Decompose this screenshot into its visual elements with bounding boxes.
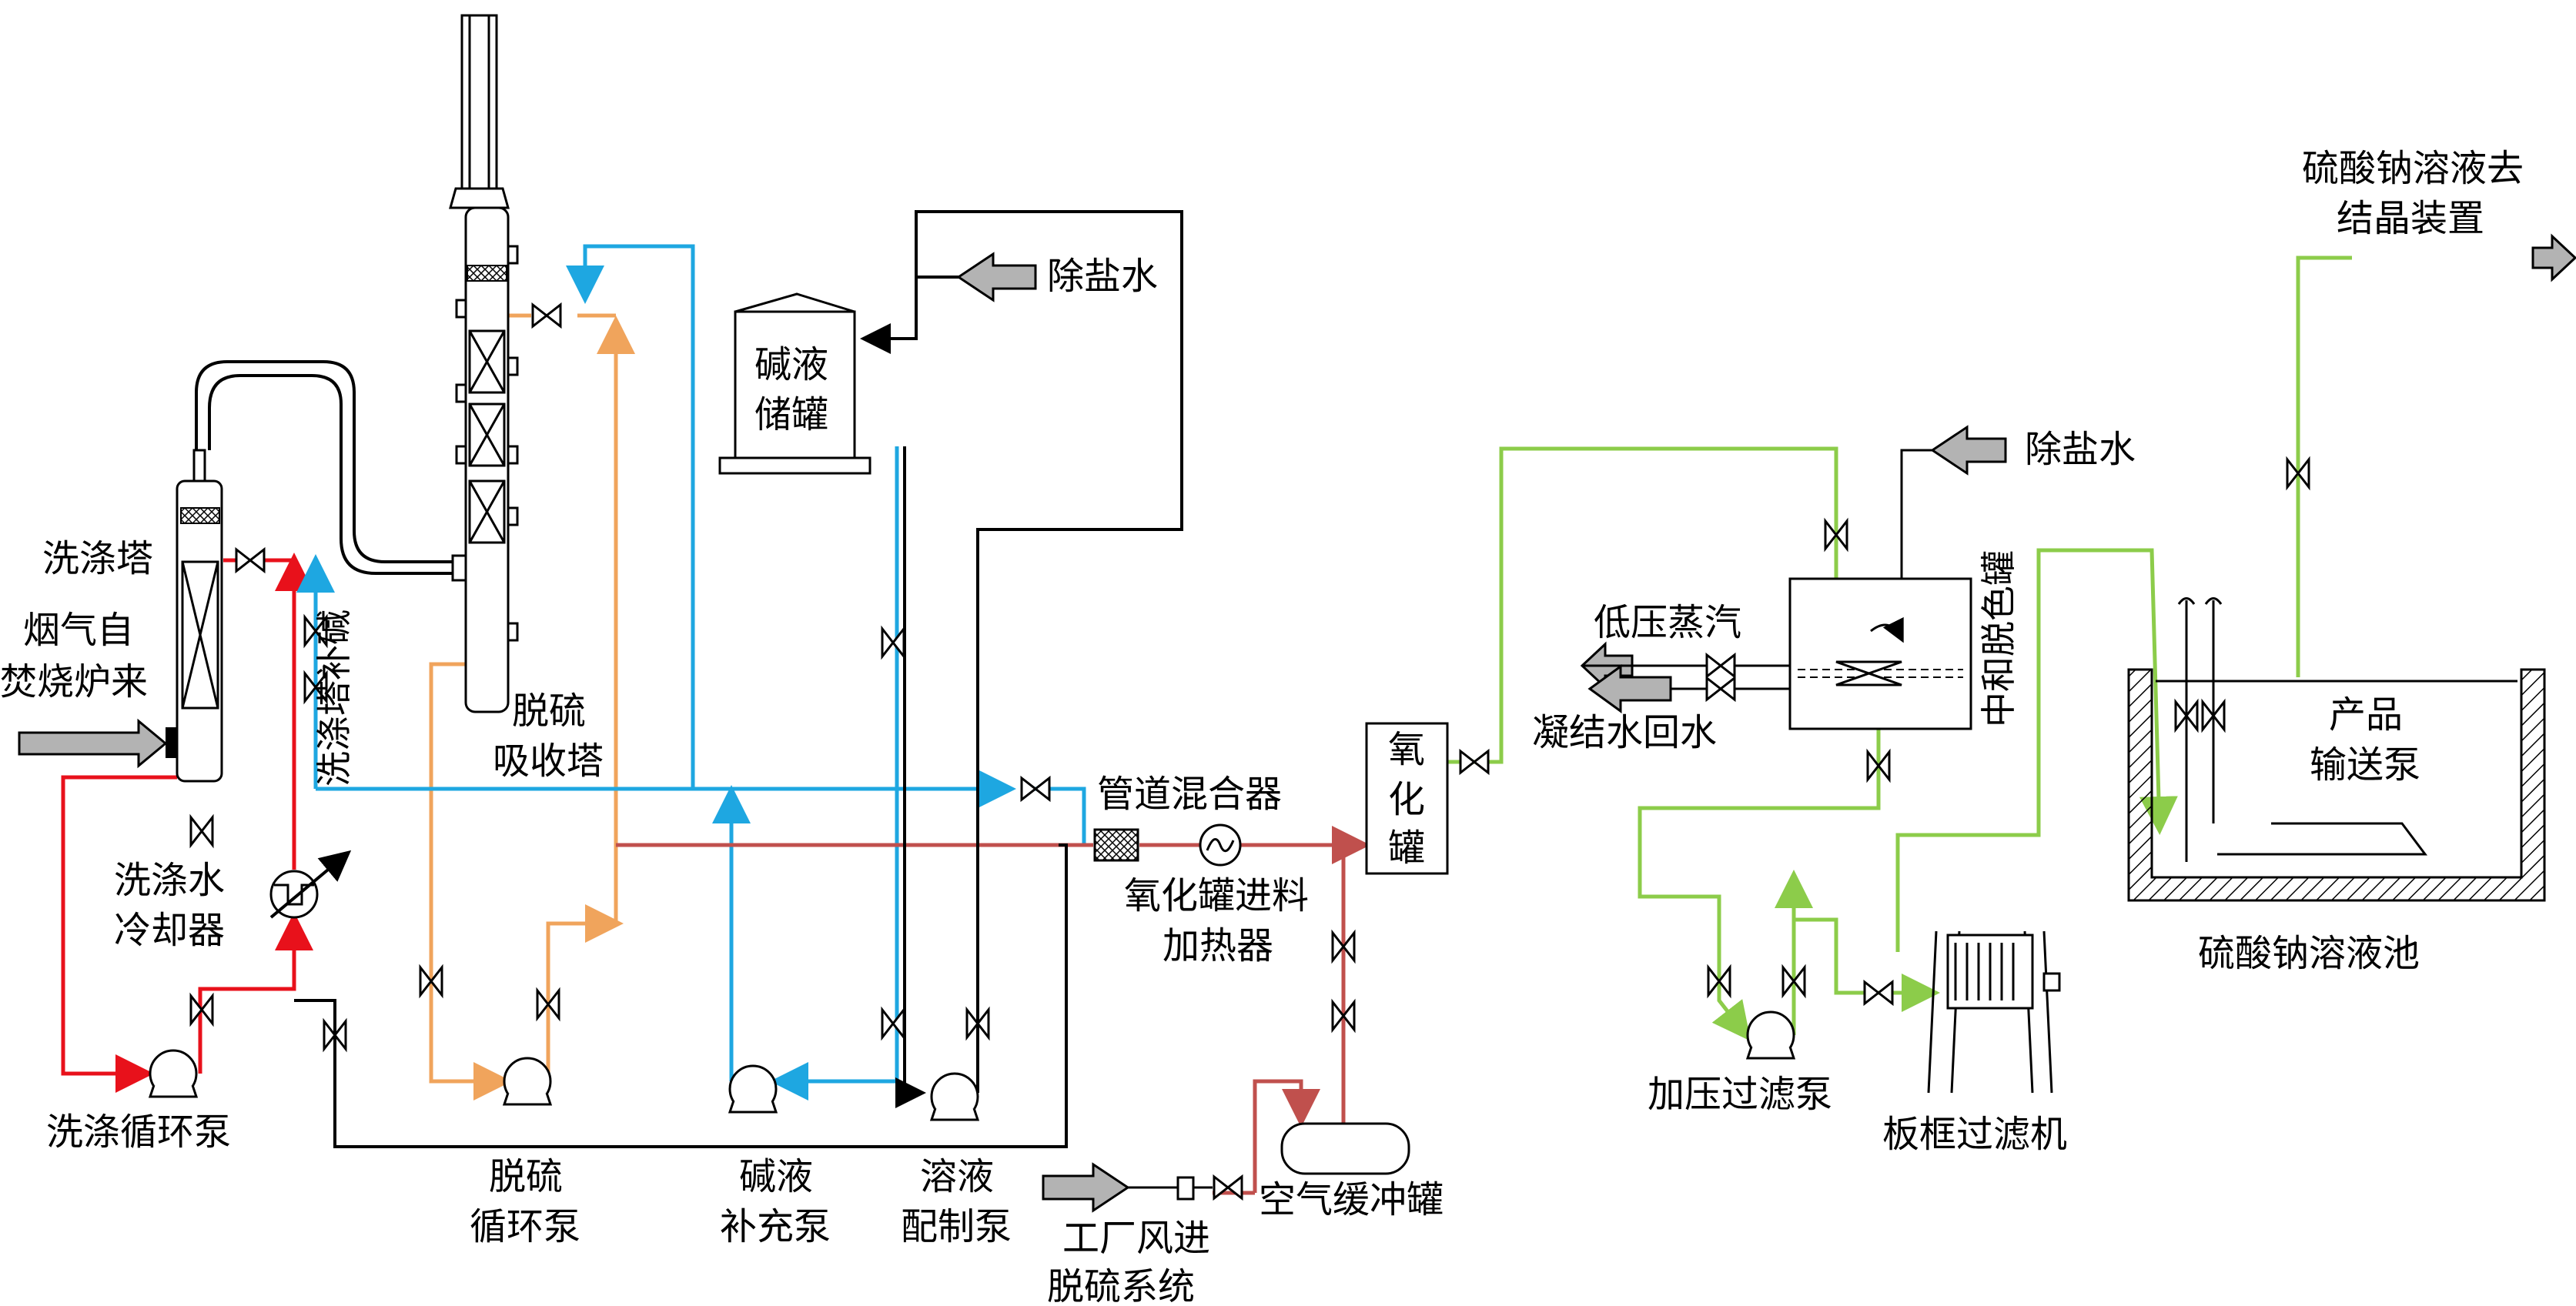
label-oxid-heater-1: 氧化罐进料 (1124, 874, 1309, 917)
label-oxid-tank-3: 罐 (1388, 827, 1425, 870)
caustic-makeup-lines (296, 244, 1086, 1101)
label-demin-water-1: 除盐水 (1047, 255, 1158, 298)
air-buffer-tank (1280, 1122, 1410, 1175)
label-wash-tower-makeup: 洗涤塔补碱 (313, 610, 355, 787)
label-oxid-tank-2: 化 (1388, 778, 1425, 821)
neutralization-tank (1788, 577, 1972, 730)
sodium-sulfate-pool (2127, 597, 2546, 902)
pressure-filter-pump (1745, 1010, 1796, 1060)
label-solution-pump-1: 溶液 (920, 1155, 994, 1198)
label-to-cryst-1: 硫酸钠溶液去 (2302, 147, 2524, 190)
label-flue-gas-2: 焚烧炉来 (0, 660, 148, 703)
flue-gas-inlet-arrow (18, 718, 168, 769)
label-condensate: 凝结水回水 (1532, 711, 1717, 754)
oxidation-tank (1365, 722, 1449, 875)
label-solution-pump-2: 配制泵 (901, 1205, 1012, 1248)
plant-air-arrow (1042, 1162, 1213, 1213)
wash-cooler (269, 850, 352, 919)
to-crystallization-arrow (2531, 233, 2576, 282)
label-wash-cooler-1: 洗涤水 (114, 859, 225, 902)
label-caustic-pump-1: 碱液 (739, 1155, 813, 1198)
demin-water-arrow-1 (956, 252, 1037, 302)
pipeline-mixer (1093, 828, 1139, 862)
label-na2so4-pool: 硫酸钠溶液池 (2198, 932, 2420, 975)
label-absorber-2: 吸收塔 (493, 740, 604, 783)
label-filter-press: 板框过滤机 (1882, 1113, 2067, 1156)
desulf-circulation-lines (429, 313, 635, 1101)
label-oxid-tank-1: 氧 (1388, 728, 1425, 771)
label-to-cryst-2: 结晶装置 (2337, 197, 2484, 240)
label-wash-pump: 洗涤循环泵 (46, 1111, 231, 1154)
labels: 洗涤塔 烟气自 焚烧炉来 洗涤水 冷却器 洗涤循环泵 洗涤塔补碱 脱硫 吸收塔 … (0, 147, 2524, 1306)
label-flue-gas-1: 烟气自 (23, 609, 134, 652)
filter-press (1927, 930, 2061, 1094)
label-press-pump: 加压过滤泵 (1648, 1073, 1832, 1116)
label-caustic-tank-2: 储罐 (754, 393, 828, 436)
oxidation-feed-heater (1199, 823, 1242, 867)
label-oxid-heater-2: 加热器 (1163, 924, 1273, 967)
label-wash-tower: 洗涤塔 (42, 537, 153, 580)
label-plant-air-2: 脱硫系统 (1047, 1265, 1195, 1306)
label-pipe-mixer: 管道混合器 (1097, 773, 1282, 816)
label-absorber-1: 脱硫 (512, 690, 586, 733)
label-wash-cooler-2: 冷却器 (114, 909, 225, 952)
wash-tower (166, 449, 223, 783)
label-lp-steam: 低压蒸汽 (1594, 601, 1741, 644)
label-product-1: 产品 (2329, 693, 2403, 737)
label-caustic-pump-2: 补充泵 (720, 1205, 831, 1248)
desulf-circulation-pump (502, 1057, 553, 1106)
label-demin-water-2: 除盐水 (2025, 428, 2136, 471)
label-air-buffer: 空气缓冲罐 (1259, 1178, 1444, 1221)
condensate-arrow (1587, 664, 1790, 713)
wash-water-lines (61, 553, 313, 1093)
black-process-lines (294, 210, 1183, 1148)
lp-steam-arrow (1580, 641, 1790, 690)
label-neutral-tank: 中和脱色罐 (1978, 550, 2019, 727)
wash-circulation-pump (148, 1049, 199, 1098)
solution-prep-pump (929, 1072, 980, 1121)
gooseneck-pipe (195, 360, 454, 575)
caustic-storage-tank (718, 292, 871, 475)
label-plant-air-1: 工厂风进 (1062, 1217, 1210, 1260)
label-caustic-tank-1: 碱液 (754, 343, 828, 386)
label-desulf-pump-1: 脱硫 (489, 1155, 563, 1198)
absorber-tower (449, 14, 519, 713)
label-product-2: 输送泵 (2310, 743, 2420, 787)
caustic-makeup-pump (728, 1064, 778, 1114)
label-desulf-pump-2: 循环泵 (470, 1205, 580, 1248)
